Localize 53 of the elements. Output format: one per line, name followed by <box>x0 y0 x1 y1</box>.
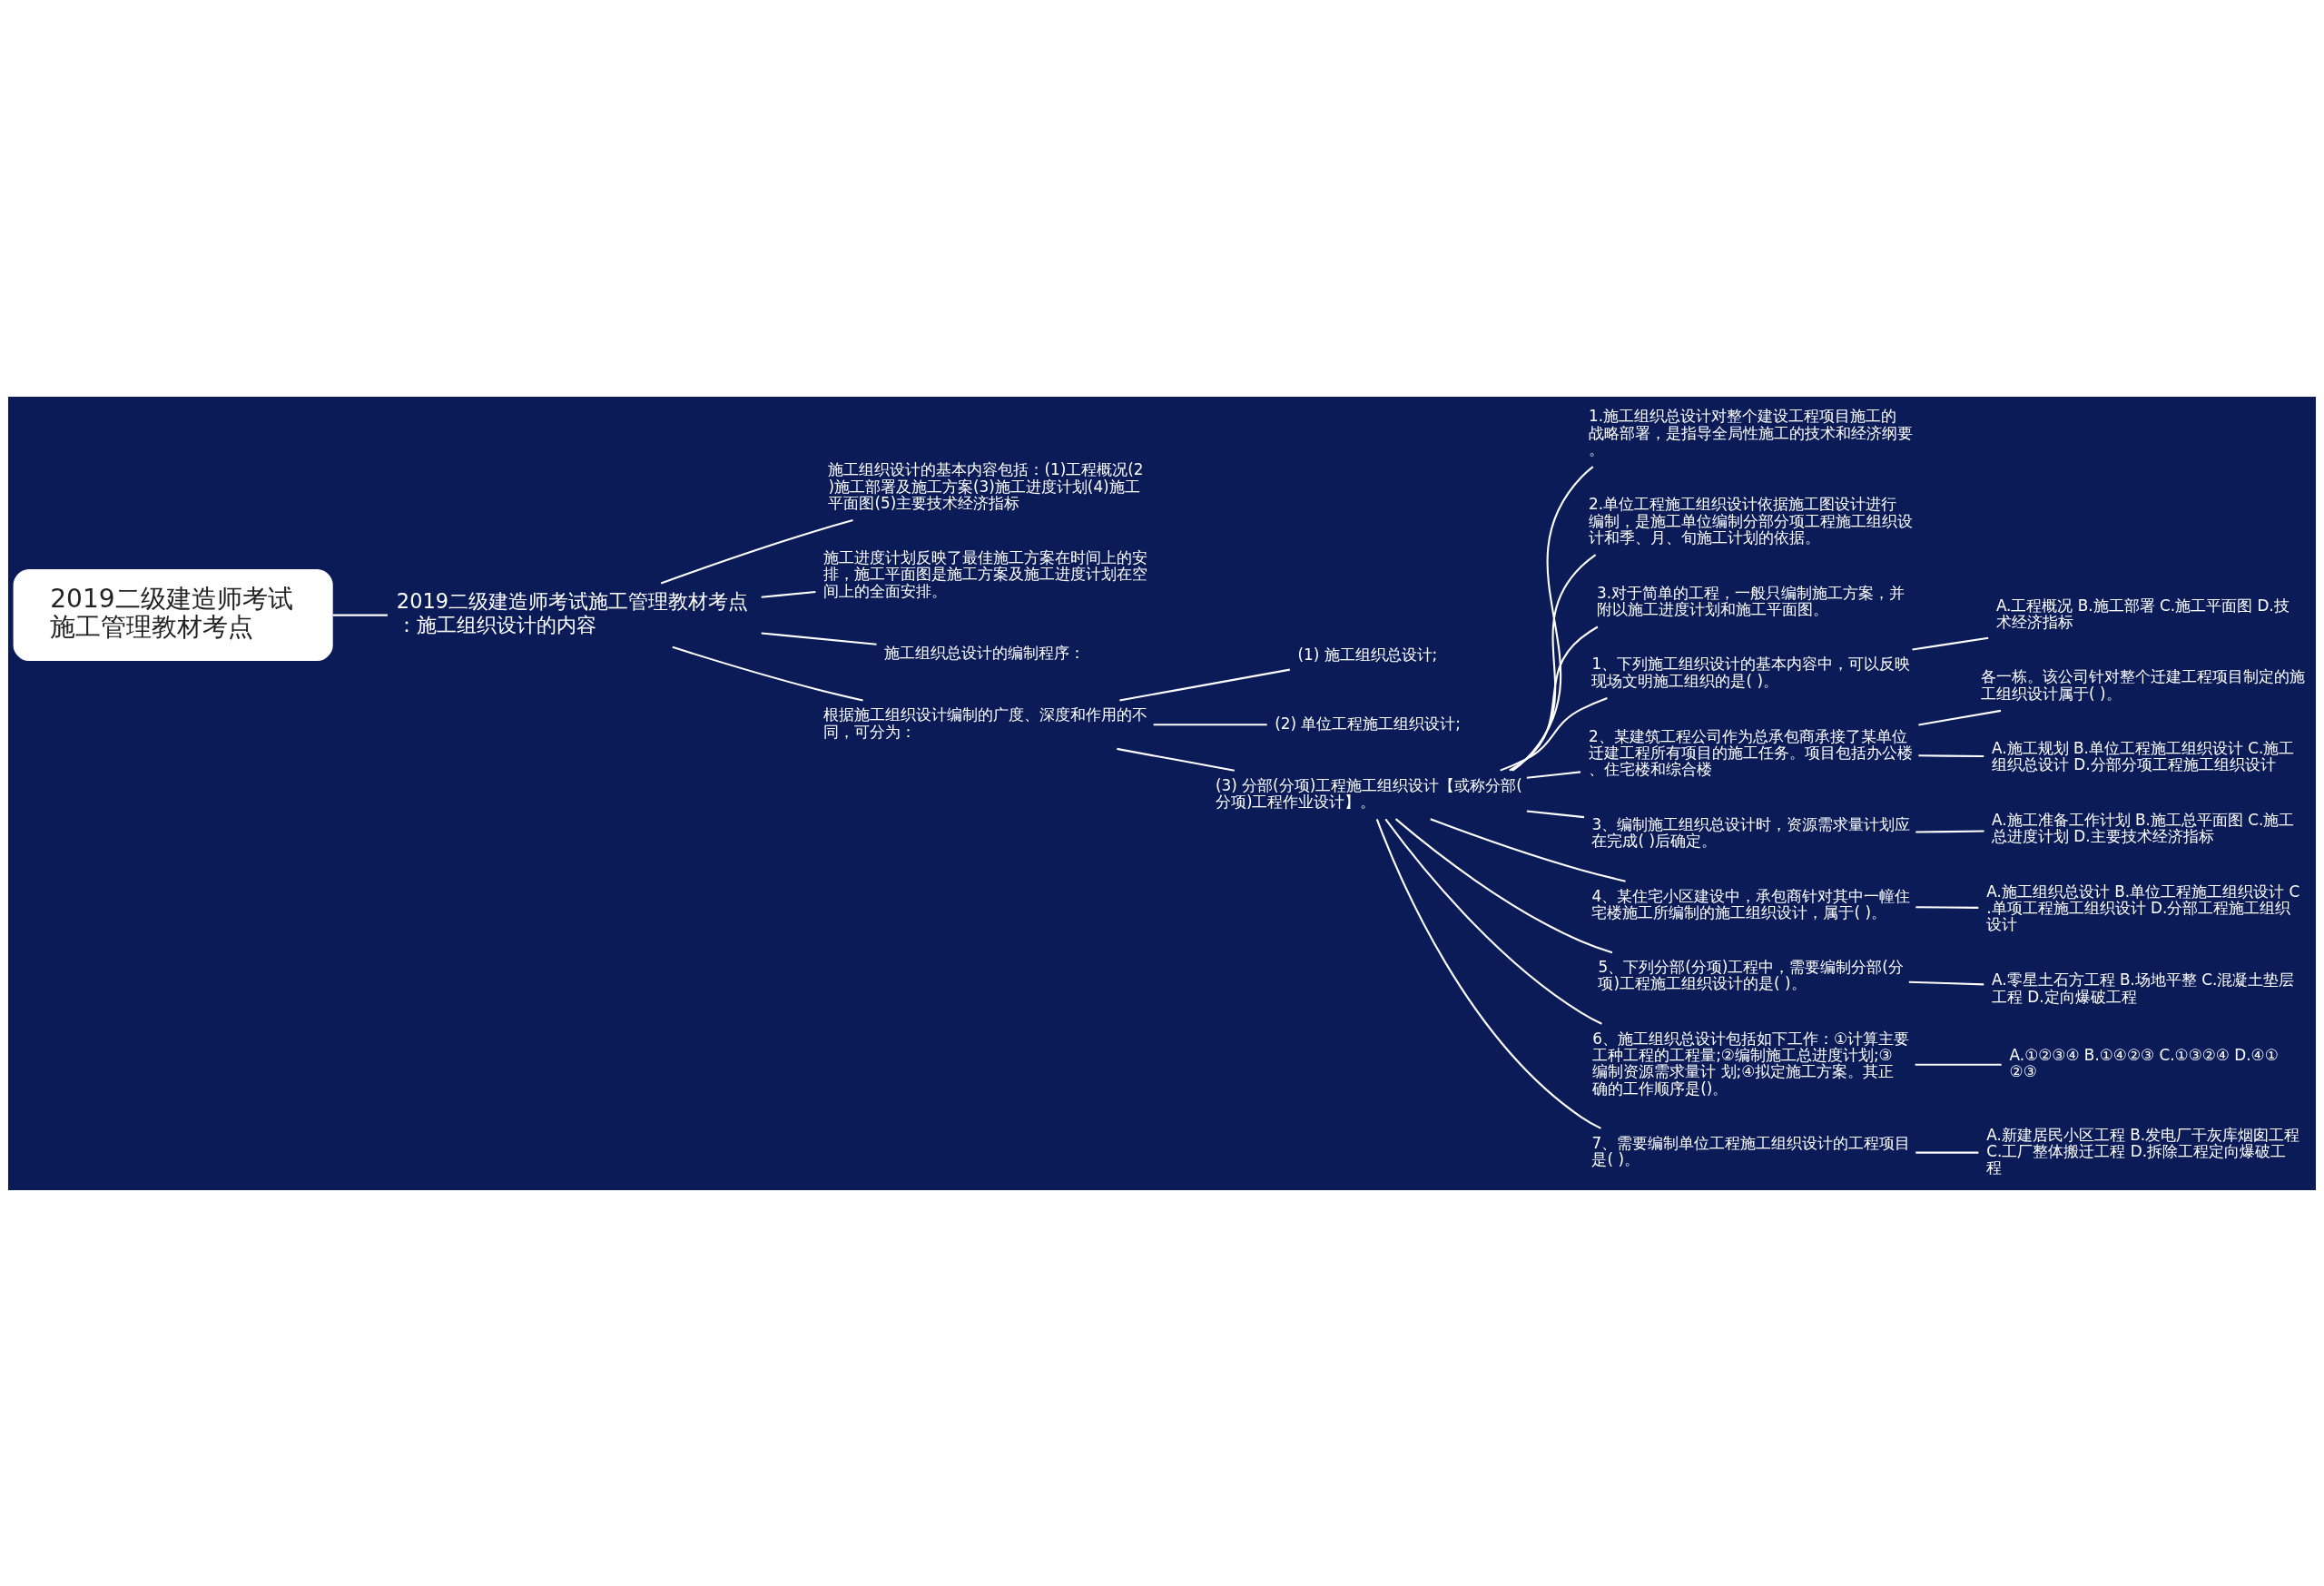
node-text: A.施工组织总设计 B.单位工程施工组织设计 C.单项工程施工组织设计 D.分部工程施工组织设计 <box>1986 882 2300 933</box>
node-box: 2019二级建造师考试施工管理教材考点 <box>13 568 333 661</box>
node-text: 施工组织设计的基本内容包括：(1)工程概况(2)施工部署及施工方案(3)施工进度计划(4)施工平面图(5)主要技术经济指标 <box>828 459 1144 512</box>
node-text: 5、下列分部(分项)工程中，需要编制分部(分项)工程施工组织设计的是( )。 <box>1598 957 1904 992</box>
connector <box>1500 696 1608 772</box>
node-text: 6、施工组织总设计包括如下工作：①计算主要工种工程的工程量;②编制施工总进度计划;③编制资源需求量计 划;④拟定施工方案。其正确的工作顺序是()。 <box>1592 1029 1909 1098</box>
node-text: A.①②③④ B.①④②③ C.①③②④ D.④①②③ <box>2009 1045 2279 1080</box>
connector <box>1915 1151 1979 1154</box>
connector <box>672 645 863 702</box>
node-text: 2019二级建造师考试施工管理教材考点：施工组织设计的内容 <box>396 588 748 636</box>
connector <box>1119 668 1290 702</box>
node-text: (2) 单位工程施工组织设计; <box>1275 714 1462 733</box>
node-text: 1、下列施工组织设计的基本内容中，可以反映现场文明施工组织的是( )。 <box>1591 654 1911 690</box>
connector <box>1526 770 1581 779</box>
connector <box>1918 754 1984 757</box>
node-text: A.零星土石方工程 B.场地平整 C.混凝土垫层工程 D.定向爆破工程 <box>1991 970 2295 1006</box>
connector <box>761 590 816 598</box>
node-text: 施工组织总设计的编制程序： <box>884 643 1086 662</box>
connector <box>1430 817 1626 882</box>
connector <box>1915 1063 2002 1066</box>
node-text: 4、某住宅小区建设中，承包商针对其中一幢住宅楼施工所编制的施工组织设计，属于( )。 <box>1591 886 1911 921</box>
connector <box>1384 818 1602 1025</box>
connector <box>1918 709 2002 726</box>
node-text: 根据施工组织设计编制的广度、深度和作用的不同，可分为： <box>822 704 1147 741</box>
node-text: A.施工准备工作计划 B.施工总平面图 C.施工总进度计划 D.主要技术经济指标 <box>1991 810 2295 845</box>
connector <box>1908 980 1984 985</box>
node-text: (1) 施工组织总设计; <box>1297 645 1438 664</box>
node-text: (3) 分部(分项)工程施工组织设计【或称分部(分项)工程作业设计】。 <box>1215 775 1522 811</box>
connector <box>1117 747 1235 772</box>
connector <box>332 614 388 616</box>
node-text: 7、需要编制单位工程施工组织设计的工程项目是( )。 <box>1591 1133 1911 1168</box>
node-text: 各一栋。该公司针对整个迁建工程项目制定的施工组织设计属于( )。 <box>1981 666 2306 703</box>
connector <box>761 631 877 645</box>
connector <box>1375 818 1601 1129</box>
node-text: A.工程概况 B.施工部署 C.施工平面图 D.技术经济指标 <box>1995 596 2290 631</box>
node-text: 2.单位工程施工组织设计依据施工图设计进行编制，是施工单位编制分部分项工程施工组织设计和季、月、旬施工计划的依据。 <box>1588 494 1913 547</box>
connector <box>1509 626 1599 772</box>
connector <box>1511 553 1597 772</box>
node-text: A.施工规划 B.单位工程施工组织设计 C.施工组织总设计 D.分部分项工程施工组织设计 <box>1991 738 2295 773</box>
node-text: A.新建居民小区工程 B.发电厂干灰库烟囱工程 C.工厂整体搬迁工程 D.拆除工程定向爆破工程 <box>1986 1125 2300 1177</box>
node-text: 1.施工组织总设计对整个建设工程项目施工的战略部署，是指导全局性施工的技术和经济纲要。 <box>1588 407 1913 458</box>
connector <box>1915 905 1979 909</box>
node-text: 3.对于简单的工程，一般只编制施工方案，并附以施工进度计划和施工平面图。 <box>1597 583 1905 618</box>
connector <box>1394 817 1613 953</box>
node-text: 2、某建筑工程公司作为总承包商承接了某单位迁建工程所有项目的施工任务。项目包括办公楼、住宅楼和综合楼 <box>1588 726 1913 778</box>
connector <box>1512 465 1594 771</box>
connector <box>1915 830 1984 833</box>
node-text: 施工进度计划反映了最佳施工方案在时间上的安排，施工平面图是施工方案及施工进度计划在空间上的全面安排。 <box>822 547 1147 600</box>
node-text: 3、编制施工组织总设计时，资源需求量计划应在完成( )后确定。 <box>1591 814 1911 850</box>
connector <box>1526 810 1585 818</box>
connector <box>660 518 853 584</box>
connector <box>1912 636 1989 650</box>
connector <box>1153 723 1267 725</box>
